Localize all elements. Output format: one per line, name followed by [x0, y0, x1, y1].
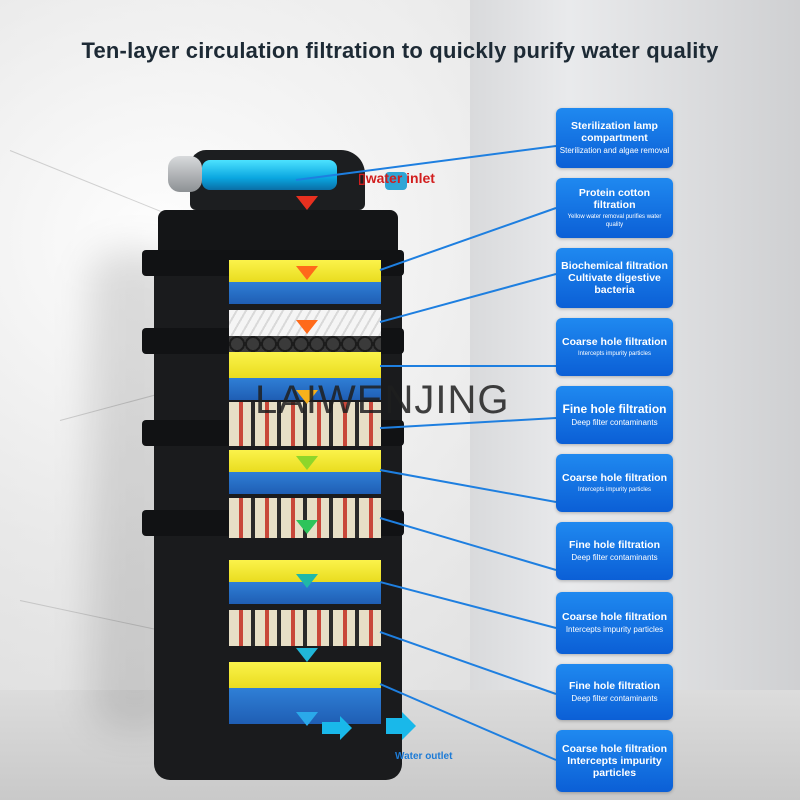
callout-subtext: Deep filter contaminants	[571, 694, 658, 703]
callout-fine-hole-1: Fine hole filtration Deep filter contami…	[556, 386, 673, 444]
callout-subtext: Deep filter contaminants	[571, 418, 658, 427]
callout-heading: Fine hole filtration	[569, 680, 660, 692]
media-yellow-sponge	[229, 352, 381, 378]
leader-line	[379, 631, 557, 695]
flow-arrow-icon	[296, 648, 318, 662]
callout-subtext: Intercepts impurity particles	[567, 755, 662, 779]
flow-arrow-icon	[296, 574, 318, 588]
leader-line	[379, 517, 557, 571]
flow-arrow-icon	[296, 320, 318, 334]
inlet-pipe	[385, 172, 407, 190]
callout-fine-hole-2: Fine hole filtration Deep filter contami…	[556, 522, 673, 580]
media-blue-sponge	[229, 472, 381, 494]
callout-coarse-hole-3: Coarse hole filtration Intercepts impuri…	[556, 592, 673, 654]
callout-subtext: Yellow water removal purifies water qual…	[567, 214, 662, 228]
flow-arrow-icon	[296, 390, 318, 404]
flow-arrow-icon	[296, 456, 318, 470]
media-yellow-sponge	[229, 662, 381, 688]
leader-line	[379, 683, 557, 761]
callout-subtext: Deep filter contaminants	[571, 553, 658, 562]
flow-arrow-icon	[296, 520, 318, 534]
leader-line	[379, 417, 557, 429]
callout-sterilization-lamp: Sterilization lamp compartment Steriliza…	[556, 108, 673, 168]
callout-heading: Sterilization lamp compartment	[571, 120, 658, 144]
callout-heading: Coarse hole filtration	[561, 336, 667, 348]
callout-coarse-hole-1: Coarse hole filtration Intercepts impuri…	[556, 318, 673, 376]
callout-heading: Protein cotton filtration	[578, 187, 651, 211]
callout-fine-hole-3: Fine hole filtration Deep filter contami…	[556, 664, 673, 720]
lamp-knob	[168, 156, 202, 192]
callout-heading: Biochemical filtration	[561, 260, 668, 272]
callout-biochemical: Biochemical filtration Cultivate digesti…	[556, 248, 673, 308]
page-title: Ten-layer circulation filtration to quic…	[81, 38, 719, 63]
leader-line	[379, 273, 557, 323]
media-blue-sponge	[229, 282, 381, 304]
callout-subtext: Sterilization and algae removal	[559, 146, 670, 155]
leader-line	[379, 207, 557, 271]
callout-heading: Fine hole filtration	[562, 402, 667, 416]
flow-arrow-icon	[296, 712, 318, 726]
outlet-arrow-icon	[322, 716, 352, 740]
media-ceramic-rings	[229, 610, 381, 646]
callout-heading: Coarse hole filtration	[561, 611, 667, 623]
media-blue-sponge	[229, 582, 381, 604]
leader-line	[295, 145, 557, 181]
callout-heading: Coarse hole filtration	[561, 472, 667, 484]
media-blue-sponge	[229, 378, 381, 400]
filter-lid	[168, 150, 407, 210]
callout-subtext: Intercepts impurity particles	[577, 487, 652, 493]
watermark-text: LAIWENJING	[255, 378, 510, 422]
water-outlet-label: Water outlet	[395, 751, 453, 762]
flow-arrow-icon	[296, 196, 318, 210]
media-yellow-sponge	[229, 560, 381, 582]
callout-protein-cotton: Protein cotton filtration Yellow water r…	[556, 178, 673, 238]
outlet-arrow-icon	[386, 712, 416, 740]
leader-line	[379, 469, 557, 503]
callout-coarse-hole-2: Coarse hole filtration Intercepts impuri…	[556, 454, 673, 512]
callout-coarse-hole-4: Coarse hole filtration Intercepts impuri…	[556, 730, 673, 792]
water-inlet-label: ▯water inlet	[358, 170, 435, 186]
flow-arrow-icon	[296, 266, 318, 280]
media-ceramic-rings	[229, 402, 381, 446]
media-bio-balls	[229, 336, 381, 352]
callout-subtext: Intercepts impurity particles	[577, 351, 652, 357]
filter-unit-illustration	[142, 150, 410, 790]
callout-subtext: Intercepts impurity particles	[565, 625, 664, 634]
callout-heading: Coarse hole filtration	[561, 743, 667, 755]
callout-subtext: Cultivate digestive bacteria	[568, 272, 661, 296]
leader-line	[379, 581, 557, 629]
sterilization-lamp	[202, 160, 337, 190]
callout-heading: Fine hole filtration	[569, 539, 660, 551]
